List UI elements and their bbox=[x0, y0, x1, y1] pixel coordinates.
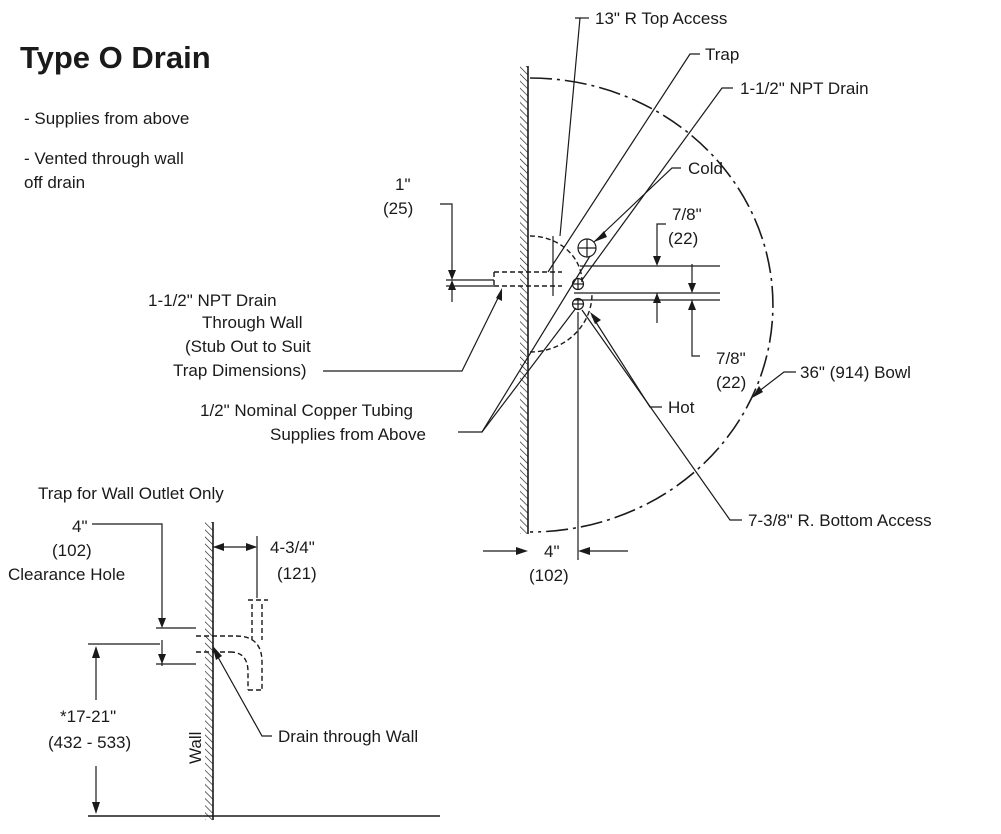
dim-1in-mm: (25) bbox=[383, 199, 413, 218]
dim-78-upper: 7/8" bbox=[672, 205, 702, 224]
dim-1in-leader bbox=[440, 203, 453, 272]
cold-supply-symbol bbox=[577, 238, 597, 258]
dim-4in-mm: (102) bbox=[529, 566, 569, 585]
main-wall bbox=[520, 66, 529, 534]
leader-bowl bbox=[753, 371, 796, 396]
trap-pipe bbox=[196, 599, 268, 691]
trap-drain-wall: Drain through Wall bbox=[278, 727, 418, 746]
label-copper-1: 1/2" Nominal Copper Tubing bbox=[200, 401, 413, 420]
bowl-outline bbox=[529, 77, 774, 533]
dim-4in: 4" bbox=[544, 542, 560, 561]
label-npt-wall-1: 1-1/2" NPT Drain bbox=[148, 291, 277, 310]
trap-height-mm: (432 - 533) bbox=[48, 733, 131, 752]
dim-78-upper-mm: (22) bbox=[668, 229, 698, 248]
trap-dim-4in-leader bbox=[92, 523, 163, 622]
diagram-title: Type O Drain bbox=[20, 40, 211, 75]
trap-clearance: Clearance Hole bbox=[8, 565, 125, 584]
trap-dim-434-mm: (121) bbox=[277, 564, 317, 583]
leader-copper-hot bbox=[481, 307, 577, 433]
trap-wall-label: Wall bbox=[186, 732, 205, 764]
dim-78-lower-mm: (22) bbox=[716, 373, 746, 392]
label-cold: Cold bbox=[688, 159, 723, 178]
note-off-drain: off drain bbox=[24, 173, 85, 192]
top-access-arc bbox=[529, 235, 583, 283]
label-top-access: 13" R Top Access bbox=[595, 9, 727, 28]
label-bottom-access: 7-3/8" R. Bottom Access bbox=[748, 511, 932, 530]
label-npt-drain: 1-1/2" NPT Drain bbox=[740, 79, 869, 98]
label-npt-wall-4: Trap Dimensions) bbox=[173, 361, 307, 380]
dim-78-lower: 7/8" bbox=[716, 349, 746, 368]
leader-top-access bbox=[559, 17, 581, 237]
leader-npt-drain bbox=[581, 87, 733, 281]
note-supplies: - Supplies from above bbox=[24, 109, 189, 128]
dim-4in-bottom bbox=[483, 515, 628, 560]
label-npt-wall-3: (Stub Out to Suit bbox=[185, 337, 311, 356]
bottom-access-arc bbox=[529, 293, 593, 353]
label-bowl: 36" (914) Bowl bbox=[800, 363, 911, 382]
label-trap: Trap bbox=[705, 45, 739, 64]
trap-height: *17-21" bbox=[60, 707, 116, 726]
trap-dim-434: 4-3/4" bbox=[270, 538, 315, 557]
trap-detail-title: Trap for Wall Outlet Only bbox=[38, 484, 224, 503]
label-npt-wall-2: Through Wall bbox=[202, 313, 302, 332]
leader-trap bbox=[547, 53, 700, 273]
dim-1in: 1" bbox=[395, 175, 411, 194]
leader-hot bbox=[591, 315, 662, 408]
note-vented: - Vented through wall bbox=[24, 149, 184, 168]
leader-cold bbox=[593, 167, 681, 243]
leader-drain-wall bbox=[213, 649, 272, 737]
label-copper-2: Supplies from Above bbox=[270, 425, 426, 444]
dim-78-upper-leader bbox=[656, 223, 666, 258]
trap-wall bbox=[205, 522, 214, 820]
leader-bottom-access bbox=[581, 309, 742, 521]
drain-stub bbox=[493, 271, 562, 287]
label-hot: Hot bbox=[668, 398, 695, 417]
leader-npt-wall bbox=[323, 293, 501, 372]
trap-dim-4in: 4" bbox=[72, 517, 88, 536]
trap-dim-4in-mm: (102) bbox=[52, 541, 92, 560]
dim-78-lower-leader bbox=[691, 300, 700, 357]
